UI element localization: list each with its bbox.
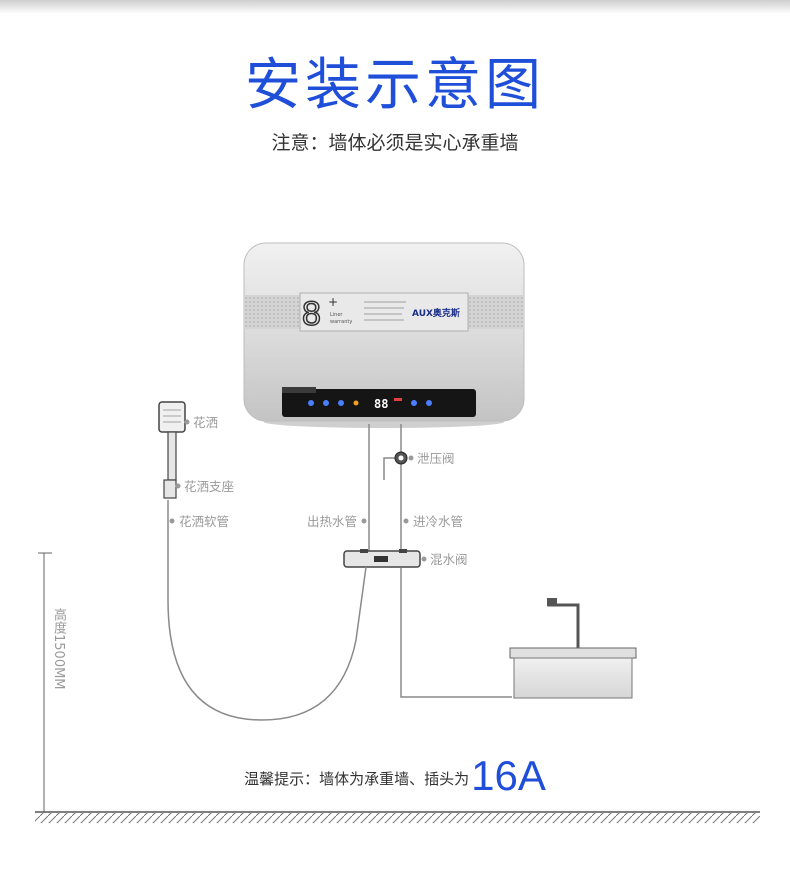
- page-subtitle: 注意：墙体必须是实心承重墙: [271, 132, 519, 154]
- power-icon[interactable]: [308, 400, 314, 406]
- shower-hose: [167, 500, 367, 721]
- control-panel: [282, 389, 476, 417]
- status-indicator: [394, 398, 402, 401]
- sink: [509, 598, 637, 699]
- label-mixing-valve: 混水阀: [430, 552, 468, 567]
- tip-line: 温馨提示：墙体为承重墙、插头为16A: [0, 752, 790, 800]
- heater-badge-panel: [299, 292, 469, 332]
- mode-icon[interactable]: [323, 400, 329, 406]
- badge-fine-print: [364, 301, 406, 321]
- label-cold-inlet: 进冷水管: [413, 514, 463, 529]
- label-hot-outlet: 出热水管: [307, 514, 357, 529]
- mixing-valve: [343, 549, 421, 568]
- control-panel-tab: [282, 387, 316, 393]
- timer-icon[interactable]: [411, 400, 417, 406]
- label-shower-hose: 花洒软管: [179, 514, 229, 529]
- heat-icon[interactable]: [338, 400, 344, 406]
- heater-tank: [243, 242, 525, 422]
- shower-holder: [163, 479, 177, 499]
- badge-line1: Liner: [330, 312, 343, 318]
- water-heater: 8 + Liner warranty AUX奥克斯 88: [243, 242, 525, 428]
- supply-pipe: [400, 568, 512, 698]
- floor: [35, 811, 760, 823]
- page-title: 安装示意图: [245, 53, 545, 118]
- flame-icon: [353, 400, 359, 406]
- relief-valve-core: [398, 455, 404, 461]
- badge-number: 8: [302, 295, 321, 333]
- label-relief-valve: 泄压阀: [417, 451, 455, 466]
- tip-text: 温馨提示：墙体为承重墙、插头为: [244, 770, 470, 788]
- tip-highlight: 16A: [471, 752, 546, 799]
- label-shower-head: 花洒: [193, 415, 218, 430]
- label-shower-holder: 花洒支座: [184, 479, 234, 494]
- height-label: 高度1500MM: [51, 608, 66, 690]
- top-shadow: [0, 0, 790, 14]
- badge-line2: warranty: [330, 319, 352, 325]
- shower-head: [158, 401, 186, 481]
- label-markers: [169, 419, 427, 562]
- display-reading: 88: [374, 397, 388, 411]
- badge-plus: +: [328, 295, 338, 309]
- plus-icon[interactable]: [426, 400, 432, 406]
- brand-logo: AUX奥克斯: [412, 307, 460, 319]
